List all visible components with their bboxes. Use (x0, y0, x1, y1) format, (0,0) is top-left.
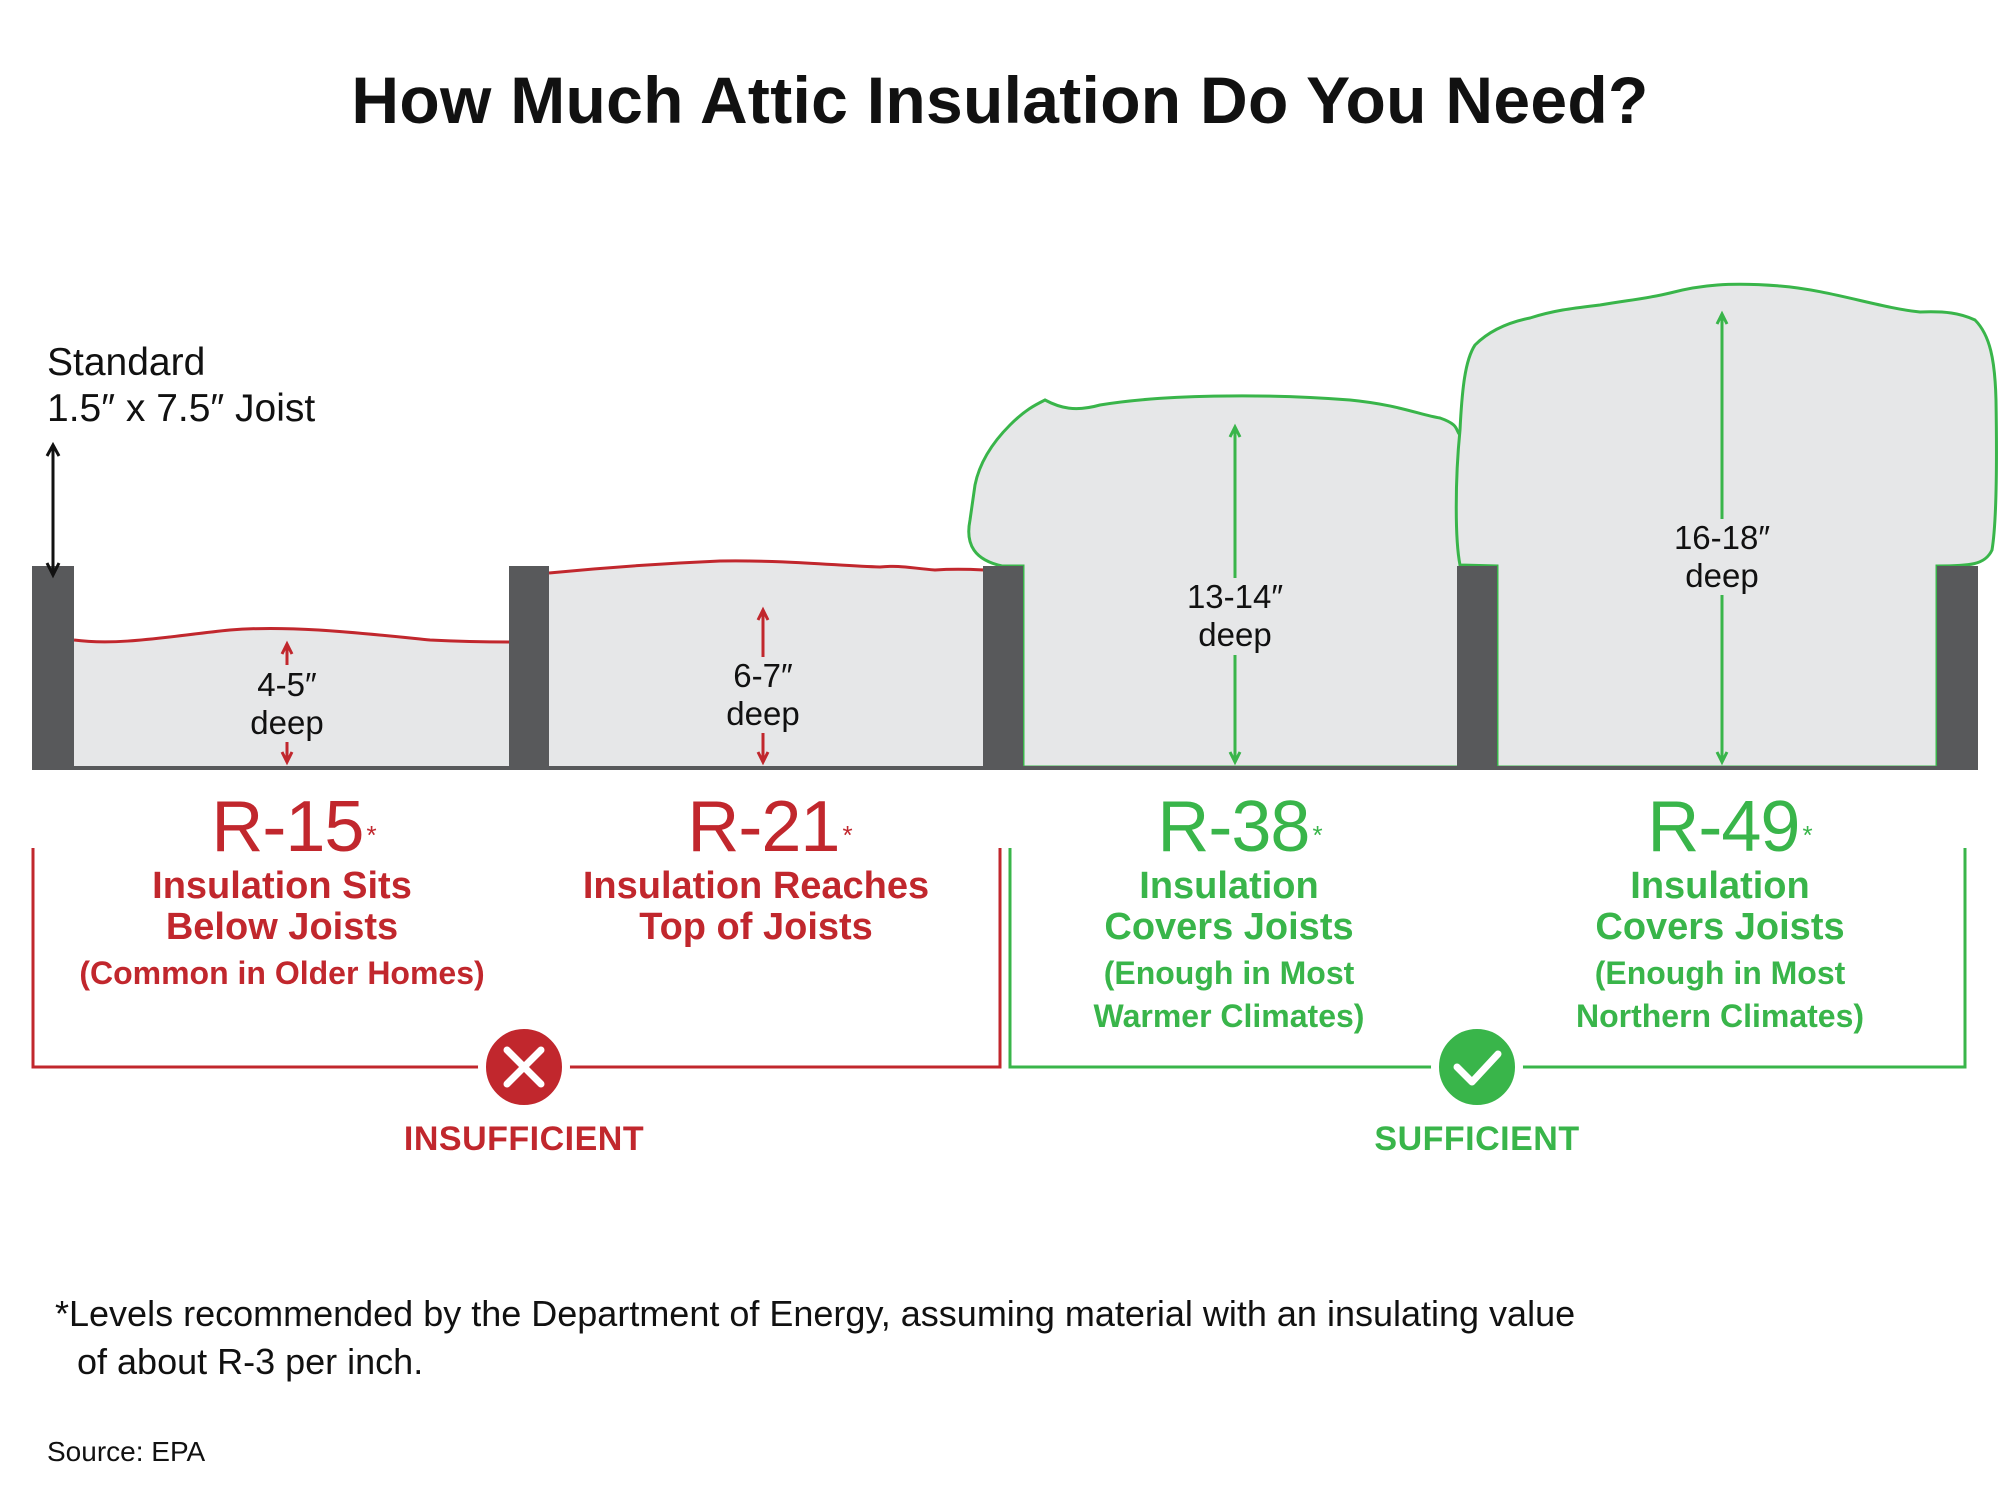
joist-3 (983, 566, 1023, 770)
rvalue-r38: R-38* (1157, 787, 1322, 867)
depth-label-r38: 13-14″ deep (1135, 578, 1335, 654)
depth-arrow-r49 (1715, 310, 1729, 766)
depth-arrow-r21 (756, 606, 770, 766)
depth-label-r21: 6-7″ deep (663, 657, 863, 733)
description-r21: Insulation Reaches Top of Joists (582, 865, 930, 948)
rvalue-r15: R-15* (211, 787, 376, 867)
page-title: How Much Attic Insulation Do You Need? (351, 63, 1649, 137)
depth-label-r49: 16-18″ deep (1622, 519, 1822, 595)
depth-arrow-r15 (280, 640, 294, 766)
joist-4 (1457, 566, 1497, 770)
depth-arrow-r38 (1228, 423, 1242, 766)
rvalue-r49: R-49* (1647, 787, 1812, 867)
description-r15: Insulation Sits Below Joists (Common in … (79, 865, 485, 992)
check-icon (1431, 1021, 1523, 1113)
footnote: *Levels recommended by the Department of… (55, 1293, 1576, 1382)
description-r49: Insulation Covers Joists (Enough in Most… (1575, 865, 1865, 1035)
description-r38: Insulation Covers Joists (Enough in Most… (1093, 865, 1365, 1035)
x-icon (478, 1021, 570, 1113)
rvalue-r21: R-21* (687, 787, 852, 867)
depth-label-r15: 4-5″ deep (187, 666, 387, 742)
joist-1 (32, 566, 74, 770)
insulation-r21-top (548, 559, 985, 575)
insulation-r15-top (73, 626, 511, 644)
sufficient-label: SUFFICIENT (1374, 1120, 1580, 1158)
insufficient-label: INSUFFICIENT (403, 1120, 645, 1158)
joist-2 (509, 566, 549, 770)
joist-height-arrow (45, 441, 61, 579)
joist-5 (1937, 566, 1978, 770)
joist-label: Standard 1.5″ x 7.5″ Joist (47, 341, 316, 430)
source-credit: Source: EPA (47, 1436, 206, 1467)
